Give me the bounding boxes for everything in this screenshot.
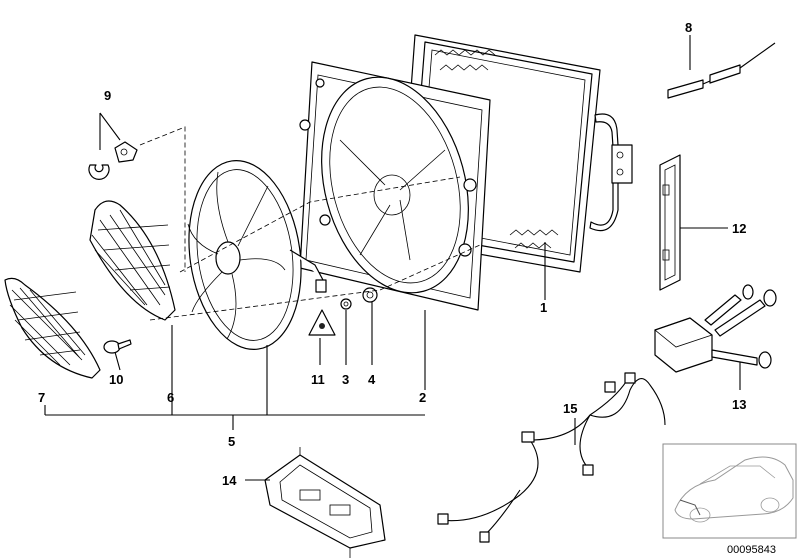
callout-10: 10 [109, 372, 123, 387]
grommet-part-4[interactable] [362, 287, 378, 303]
callout-7: 7 [38, 390, 45, 405]
callout-6: 6 [167, 390, 174, 405]
document-id: 00095843 [727, 544, 776, 556]
vehicle-thumbnail [662, 443, 797, 539]
bracket-part-14[interactable] [264, 447, 386, 558]
callout-14: 14 [222, 473, 237, 488]
warning-label-part-11[interactable] [308, 309, 336, 336]
wiring-harness-part-15[interactable] [437, 372, 666, 543]
bracket-part-12[interactable] [659, 154, 681, 291]
callout-2: 2 [419, 390, 426, 405]
clip-part-9[interactable] [88, 141, 138, 180]
callout-12: 12 [732, 221, 746, 236]
callout-1: 1 [540, 300, 547, 315]
fan-shroud-part-2[interactable] [299, 61, 491, 311]
callout-9: 9 [104, 88, 111, 103]
screw-part-10[interactable] [103, 339, 132, 354]
nut-part-3[interactable] [340, 298, 352, 310]
harness-part-8[interactable] [667, 42, 776, 99]
callout-8: 8 [685, 20, 692, 35]
leader-lines [44, 35, 741, 481]
fan-wheel[interactable] [177, 153, 327, 356]
fan-cover-part-6[interactable] [89, 200, 176, 321]
resistor-part-13[interactable] [654, 284, 777, 373]
callout-5: 5 [228, 434, 235, 449]
callout-4: 4 [368, 372, 376, 387]
callout-15: 15 [563, 401, 577, 416]
callout-11: 11 [311, 372, 325, 387]
callout-13: 13 [732, 397, 746, 412]
grille-part-7[interactable] [4, 277, 101, 379]
callouts: 1 2 3 4 5 6 7 8 9 10 11 12 13 14 15 [38, 20, 746, 488]
callout-3: 3 [342, 372, 349, 387]
